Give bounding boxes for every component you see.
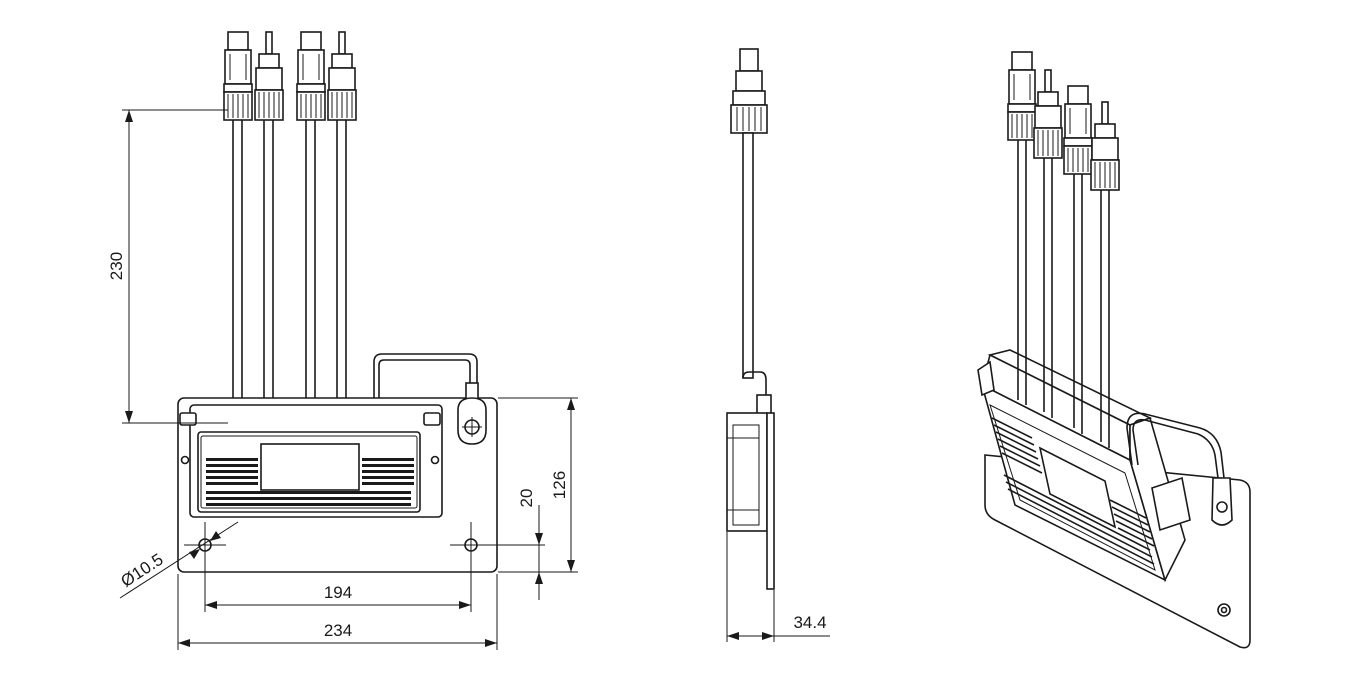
dim-overall-width: 234 [177,574,498,650]
iso-vents [991,417,1155,565]
connectors [223,31,357,121]
iso-connectors [1007,51,1120,191]
dim-label-20: 20 [517,489,536,508]
dim-label-194: 194 [324,583,352,602]
label-window [260,443,360,491]
side-connector [730,48,768,134]
dim-label-234: 234 [324,621,352,640]
dim-label-230: 230 [107,252,126,280]
side-view: 34.4 [726,48,830,642]
front-view: 230 126 20 Ø10.5 [107,31,578,650]
ground-lug [457,382,487,445]
ground-wire [378,359,471,400]
dim-hole-offset: 20 [476,489,545,600]
dim-height: 126 [498,397,578,573]
side-plate [766,412,775,590]
dim-thickness: 34.4 [726,532,830,642]
dim-cable-length: 230 [107,109,228,424]
dim-label-34-4: 34.4 [793,613,826,632]
dim-label-diameter: Ø10.5 [117,550,166,591]
isometric-view [977,51,1251,649]
cables [232,117,347,401]
dim-label-126: 126 [550,471,569,499]
side-housing [726,412,768,532]
dim-hole-spacing: 194 [204,555,472,612]
iso-cables [1017,140,1110,448]
